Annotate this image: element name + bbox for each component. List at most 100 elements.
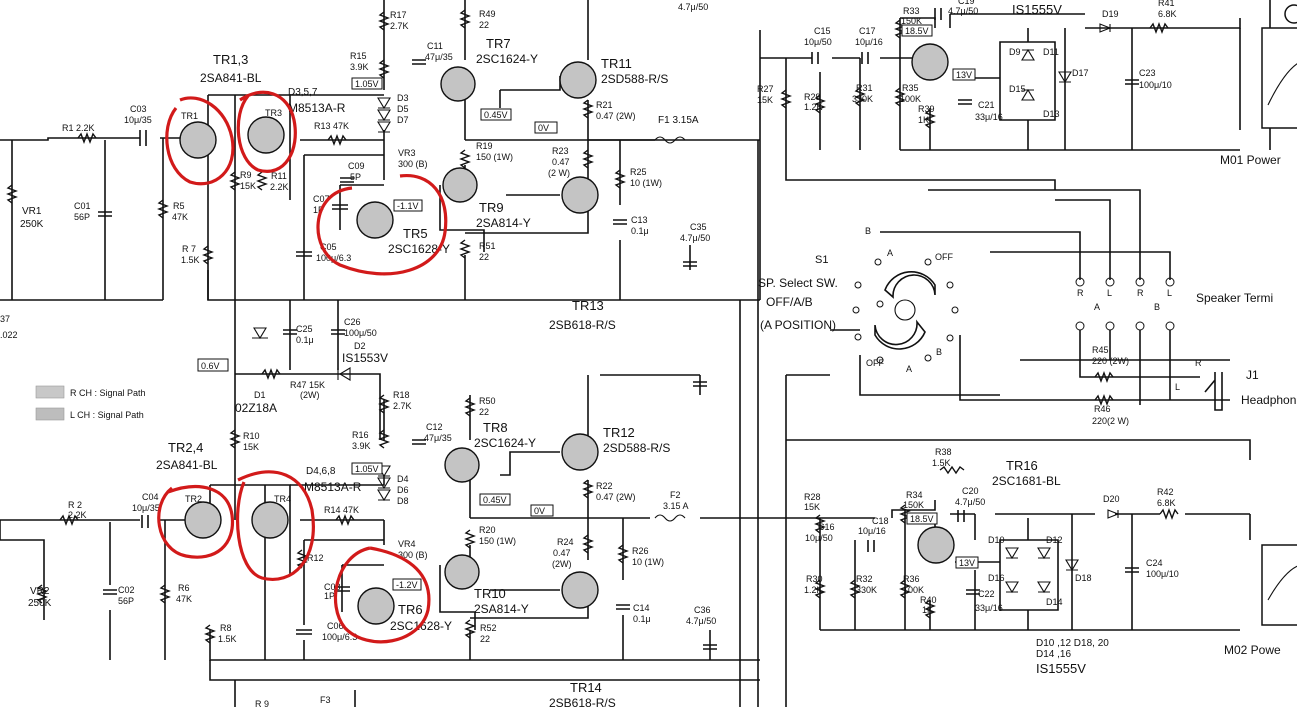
label-c23v: 100μ/10 [1139, 80, 1172, 90]
label-tr9p: 2SA814-Y [476, 216, 531, 230]
label-r47w: (2W) [300, 390, 320, 400]
label-r51v: 22 [479, 252, 489, 262]
meter-m02 [1261, 544, 1297, 626]
voltage-text-v185a: 18.5V [905, 26, 929, 36]
label-c05v: 100μ/6.3 [316, 253, 351, 263]
label-d8: D8 [397, 496, 409, 506]
label-r21: R21 [596, 100, 613, 110]
label-d19: D19 [1102, 9, 1119, 19]
label-r49v: 22 [479, 20, 489, 30]
label-c24v: 100μ/10 [1146, 569, 1179, 579]
diodes [252, 23, 1120, 594]
label-c08v: 1P [324, 591, 335, 601]
transistor-tr2 [184, 501, 222, 539]
label-sp1: SP. Select SW. [758, 276, 838, 290]
label-tr8: TR8 [483, 420, 508, 435]
label-r16v: 3.9K [352, 441, 371, 451]
label-d17: D17 [1072, 68, 1089, 78]
voltage-text-v0b: 0V [534, 506, 545, 516]
legend-rch-swatch [35, 385, 65, 399]
label-tr24: TR2,4 [168, 440, 203, 455]
voltage-box-v12 [392, 578, 422, 591]
legend-lch-swatch [35, 407, 65, 421]
label-r40v: 1K [922, 605, 933, 615]
label-r9: R9 [240, 170, 252, 180]
label-r30v: 1.2K [804, 585, 823, 595]
label-r45v: 220 (2W) [1092, 356, 1129, 366]
label-d3: D3 [397, 93, 409, 103]
label-c21v: 33μ/16 [975, 112, 1003, 122]
label-c11v: 47μ/35 [425, 52, 453, 62]
label-sw-a2: A [906, 364, 912, 374]
label-c11: C11 [427, 41, 443, 51]
label-r46v: 220(2 W) [1092, 416, 1129, 426]
label-c14: C14 [633, 603, 650, 613]
label-r14: R14 47K [324, 505, 359, 515]
label-vr1v: 250K [20, 219, 44, 230]
label-r15: R15 [350, 51, 367, 61]
label-tr11: TR11 [601, 56, 632, 71]
label-tr16p: 2SC1681-BL [992, 474, 1061, 488]
transistor-tr8 [444, 447, 480, 483]
red-circle-tr5 [316, 173, 448, 276]
label-term-l1: L [1107, 288, 1112, 298]
label-r32v: 330K [856, 585, 877, 595]
label-r12: R12 [307, 553, 324, 563]
capacitors [98, 8, 1139, 650]
label-r25v: 10 (1W) [630, 178, 662, 188]
label-term-r1: R [1077, 288, 1084, 298]
label-c07v: 1P [313, 205, 324, 215]
label-term-a: A [1094, 302, 1100, 312]
label-r32: R32 [856, 574, 873, 584]
label-r33: R33 [903, 6, 920, 16]
label-d2: D2 [354, 341, 366, 351]
label-r26: R26 [632, 546, 649, 556]
voltage-box-v13a [952, 68, 976, 81]
label-tr8p: 2SC1624-Y [474, 436, 536, 450]
voltage-box-v045b [479, 493, 511, 506]
label-tr7p: 2SC1624-Y [476, 52, 538, 66]
label-r42v: 6.8K [1157, 498, 1176, 508]
label-c05: C05 [320, 242, 337, 252]
label-r52v: 22 [480, 634, 490, 644]
label-d6: D6 [397, 485, 409, 495]
label-c19: C19 [958, 0, 975, 6]
label-c01v: 56P [74, 212, 90, 222]
label-r23: R23 [552, 146, 569, 156]
label-r20v: 150 (1W) [479, 536, 516, 546]
label-r30: R30 [806, 574, 823, 584]
label-tr11p: 2SD588-R/S [601, 72, 668, 86]
label-tr9: TR9 [479, 200, 504, 215]
label-vr4v: 300 (B) [398, 550, 428, 560]
label-f1: F1 3.15A [658, 115, 699, 126]
label-tr2: TR2 [185, 494, 202, 504]
label-tr14p: 2SB618-R/S [549, 696, 616, 707]
voltage-box-v185b [906, 512, 938, 525]
label-jr: R [1195, 358, 1202, 368]
label-sp2: OFF/A/B [766, 295, 813, 309]
label-c17v: 10μ/16 [855, 37, 883, 47]
label-tr13-title: TR1,3 [213, 52, 248, 67]
label-r31: R31 [856, 83, 873, 93]
label-m8513a-r-2: M8513A-R [304, 480, 362, 494]
transistors [179, 43, 955, 625]
label-r50v: 22 [479, 407, 489, 417]
voltage-box-v0b [530, 504, 554, 517]
label-tr10: TR10 [474, 586, 506, 601]
label-d12: D12 [1046, 535, 1063, 545]
label-r20: R20 [479, 525, 496, 535]
label-term-l2: L [1167, 288, 1172, 298]
label-f3: F3 [320, 695, 331, 705]
label-r29: R29 [804, 92, 821, 102]
label-r45: R45 [1092, 345, 1109, 355]
voltage-box-v185a [901, 24, 933, 37]
label-c09: C09 [348, 161, 365, 171]
resistors [6, 9, 1179, 644]
transistor-tr13 [561, 176, 599, 214]
label-r23v: 0.47 [552, 157, 570, 167]
label-d7: D7 [397, 115, 409, 125]
label-c25: C25 [296, 324, 313, 334]
label-vr2v: 250K [28, 598, 52, 609]
label-r1: R1 2.2K [62, 123, 95, 133]
voltage-text-v13a: 13V [956, 70, 972, 80]
